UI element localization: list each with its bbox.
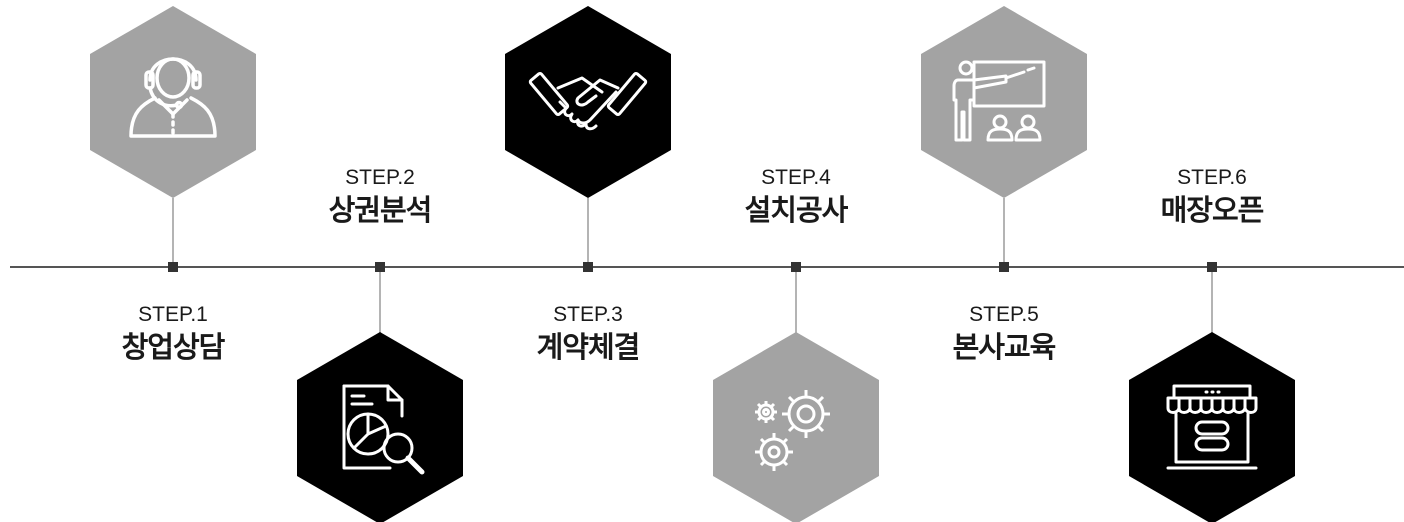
node-step5 xyxy=(999,262,1009,272)
storefront-icon xyxy=(1166,384,1258,470)
step-number: STEP.5 xyxy=(969,303,1039,326)
handshake-icon xyxy=(528,71,648,131)
step-label-6: STEP.6 매장오픈 xyxy=(1112,166,1312,230)
step-title: 설치공사 xyxy=(744,193,849,227)
step-number: STEP.4 xyxy=(761,166,831,189)
step-label-2: STEP.2 상권분석 xyxy=(280,166,480,230)
step-label-4: STEP.4 설치공사 xyxy=(696,166,896,230)
step-title: 매장오픈 xyxy=(1160,193,1265,227)
node-step3 xyxy=(583,262,593,272)
hex-step3 xyxy=(505,6,671,198)
node-step4 xyxy=(791,262,801,272)
step-title: 본사교육 xyxy=(952,330,1057,364)
presentation-icon xyxy=(952,60,1046,142)
node-step2 xyxy=(375,262,385,272)
gears-icon xyxy=(755,390,830,471)
step-number: STEP.6 xyxy=(1177,166,1247,189)
hex-step1 xyxy=(90,6,256,198)
step-number: STEP.3 xyxy=(553,303,623,326)
step-title: 창업상담 xyxy=(121,330,226,364)
step-number: STEP.2 xyxy=(345,166,415,189)
hex-step5 xyxy=(921,6,1087,198)
node-step6 xyxy=(1207,262,1217,272)
step-label-3: STEP.3 계약체결 xyxy=(488,303,688,367)
step-title: 상권분석 xyxy=(328,193,433,227)
node-step1 xyxy=(168,262,178,272)
step-number: STEP.1 xyxy=(138,303,208,326)
headset-agent-icon xyxy=(129,57,217,138)
hex-step4 xyxy=(713,332,879,522)
analysis-report-icon xyxy=(342,384,425,475)
step-title: 계약체결 xyxy=(536,330,641,364)
hex-step2 xyxy=(297,332,463,522)
hex-step6 xyxy=(1129,332,1295,522)
step-label-1: STEP.1 창업상담 xyxy=(73,303,273,367)
step-label-5: STEP.5 본사교육 xyxy=(904,303,1104,367)
